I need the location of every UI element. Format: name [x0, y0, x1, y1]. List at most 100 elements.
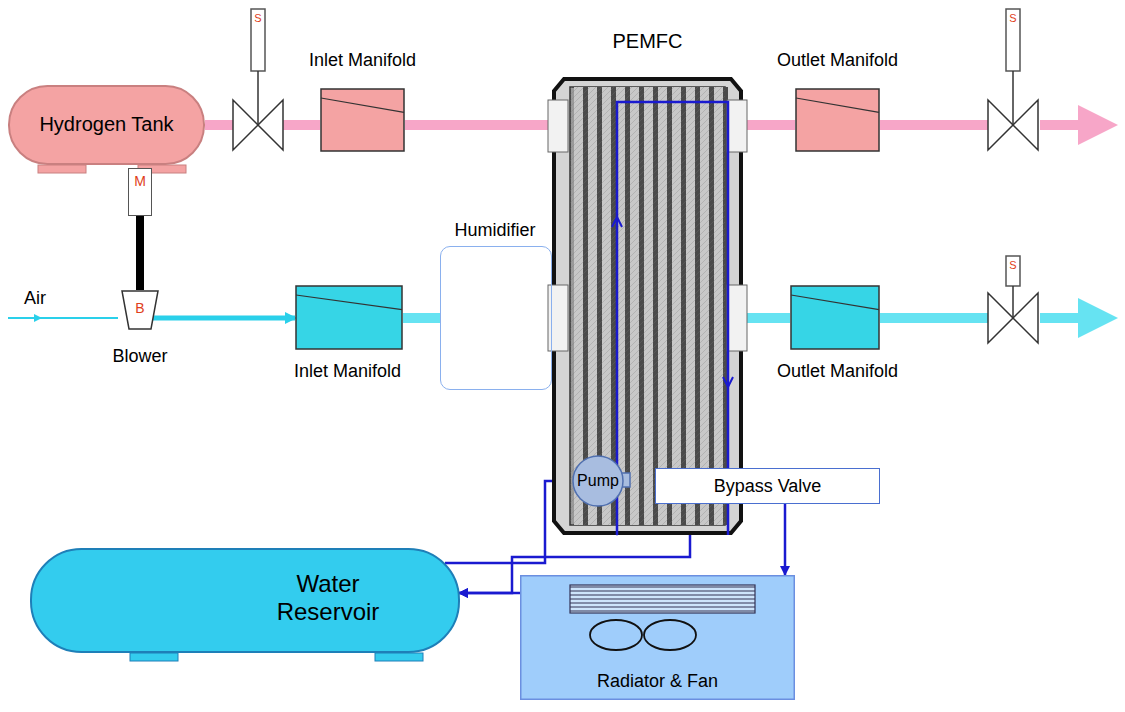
svg-polygon [1013, 293, 1038, 343]
valve-body [988, 100, 1038, 150]
water-reservoir: Water Reservoir [30, 548, 460, 653]
manifold: Outlet Manifold [775, 50, 900, 155]
svg-rect [1006, 256, 1020, 286]
svg-line [1012, 286, 1014, 318]
manifold-box [790, 285, 880, 350]
svg-line [791, 295, 879, 310]
air-label: Air [24, 288, 46, 309]
svg-line [570, 607, 755, 608]
coolant-pump: Pump [572, 455, 624, 507]
manifold: Inlet Manifold [300, 50, 425, 155]
svg-rect [521, 576, 795, 700]
svg-rect [570, 585, 755, 613]
svg-line [296, 295, 402, 310]
solenoid-valve: S [985, 8, 1041, 160]
manifold-outline [320, 88, 405, 152]
pipe-connector [743, 313, 790, 323]
hydrogen-exhaust-arrow [1040, 120, 1098, 130]
svg-rect [130, 653, 178, 661]
svg-rect [727, 285, 747, 351]
bypass-valve-box: Bypass Valve [655, 468, 880, 504]
tank-label: Water Reservoir [253, 570, 403, 625]
svg-line [570, 599, 755, 600]
svg-rect [548, 285, 568, 351]
manifold-box [795, 88, 880, 152]
svg-line [570, 595, 755, 596]
svg-rect [796, 89, 879, 151]
svg-polygon [988, 100, 1013, 150]
svg-rect [727, 100, 747, 152]
air-intake-arrow [8, 317, 40, 319]
pipe-connector [153, 316, 295, 321]
manifold-box [295, 285, 403, 350]
valve-body [233, 100, 283, 150]
svg-rect [31, 549, 459, 652]
solenoid-valve: S [230, 8, 286, 160]
pipe-connector [403, 313, 440, 323]
blower: B Blower [100, 290, 180, 370]
valve-actuator-letter: S [1009, 12, 1016, 25]
valve-actuator-letter: S [254, 12, 261, 25]
radiator-fan-box: Radiator & Fan [520, 575, 795, 700]
air-intake-line [8, 317, 118, 319]
svg-path [554, 79, 741, 533]
manifold-box [320, 88, 405, 152]
svg-rect [570, 87, 725, 525]
valve-actuator-letter: S [1009, 259, 1016, 272]
tank-label: Hydrogen Tank [39, 113, 173, 136]
svg-line [321, 98, 404, 112]
svg-rect [791, 286, 879, 349]
manifold: Inlet Manifold [285, 285, 410, 385]
hydrogen-tank: Hydrogen Tank [8, 85, 205, 165]
manifold-outline [795, 88, 880, 152]
pipe-connector [880, 313, 988, 323]
pipe-connector [136, 216, 144, 290]
stack-title: PEMFC [613, 30, 683, 53]
svg-line [570, 611, 755, 612]
air-exhaust-arrow [1040, 313, 1098, 323]
manifold-label: Outlet Manifold [777, 361, 898, 382]
pipe-connector [784, 504, 787, 575]
tank-outline [30, 548, 460, 661]
manifold-outline [295, 285, 403, 350]
pipe-connector [405, 120, 552, 130]
humidifier: Humidifier [430, 220, 560, 392]
manifold-label: Inlet Manifold [294, 361, 401, 382]
blower-body: B [121, 290, 159, 330]
svg-ellipse [590, 620, 642, 650]
blower-motor: M [128, 168, 152, 216]
valve-symbol [230, 8, 286, 160]
manifold: Outlet Manifold [775, 285, 900, 385]
pump-label: Pump [577, 472, 619, 490]
motor-letter: M [134, 173, 146, 189]
svg-rect [321, 89, 404, 151]
svg-path [723, 377, 733, 387]
svg-rect [570, 87, 725, 525]
valve-symbol [985, 8, 1041, 160]
pipe-connector [459, 592, 520, 595]
pipe-connector [283, 120, 320, 130]
svg-polygon [122, 291, 158, 329]
svg-rect [548, 100, 568, 152]
valve-body [988, 293, 1038, 343]
blower-label: Blower [112, 346, 167, 367]
pipe-connector [880, 120, 988, 130]
svg-rect [251, 9, 265, 71]
manifold-outline [790, 285, 880, 350]
radiator-label: Radiator & Fan [597, 671, 718, 692]
svg-rect [296, 286, 402, 349]
bypass-label: Bypass Valve [714, 476, 822, 497]
svg-line [570, 603, 755, 604]
manifold-label: Outlet Manifold [777, 50, 898, 71]
svg-rect [9, 86, 204, 164]
manifold-label: Inlet Manifold [309, 50, 416, 71]
svg-polygon [233, 100, 258, 150]
pipe-connector [205, 120, 233, 130]
svg-polygon [1013, 100, 1038, 150]
svg-rect [375, 653, 423, 661]
svg-path [612, 217, 622, 227]
svg-circle [573, 456, 623, 506]
svg-line [257, 71, 259, 125]
svg-rect [1006, 9, 1020, 71]
